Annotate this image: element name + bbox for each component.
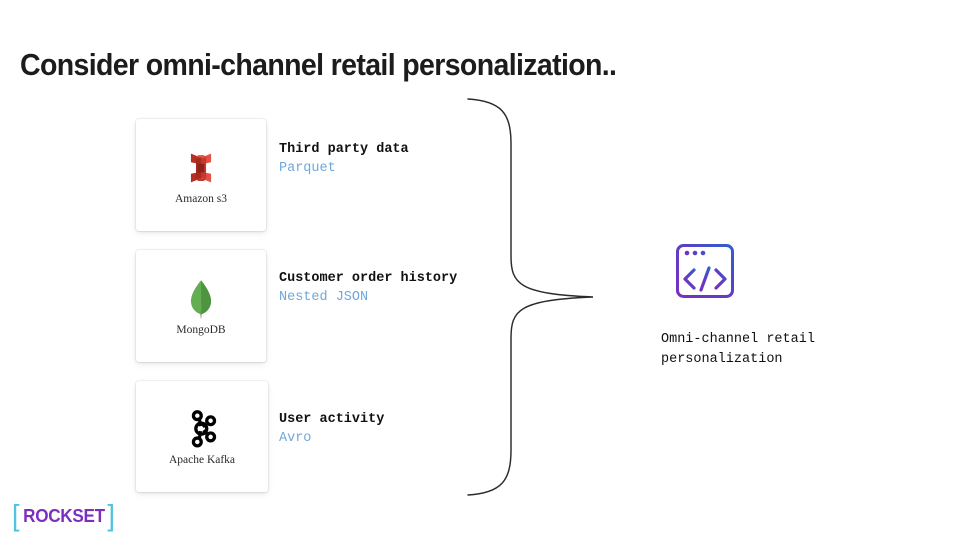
logo-bracket-right: ] xyxy=(107,499,115,532)
code-window-icon-art xyxy=(676,244,734,298)
curly-brace-icon xyxy=(467,98,594,496)
destination-label: Omni-channel retail personalization xyxy=(661,332,815,367)
source-text-amazon-s3: Third party data Parquet xyxy=(279,140,464,178)
logo-caption-amazon-s3: Amazon s3 xyxy=(174,192,228,205)
rockset-logo: [ ROCKSET ] xyxy=(12,499,115,532)
source-text-apache-kafka: User activity Avro xyxy=(279,410,464,448)
apache-kafka-icon xyxy=(191,410,217,448)
logo-caption-apache-kafka: Apache Kafka xyxy=(168,454,236,467)
logo-card-apache-kafka: Apache Kafka xyxy=(136,381,268,492)
logo-bracket-left: [ xyxy=(12,499,20,532)
source-label: Third party data xyxy=(279,142,409,157)
page-title: Consider omni-channel retail personaliza… xyxy=(20,47,617,82)
source-text-mongodb: Customer order history Nested JSON xyxy=(279,269,464,307)
source-format: Avro xyxy=(279,431,312,447)
source-format: Parquet xyxy=(279,161,336,177)
curly-brace-connector xyxy=(455,88,610,508)
code-window-icon xyxy=(674,242,736,300)
logo-card-amazon-s3: Amazon s3 xyxy=(136,119,266,231)
source-format: Nested JSON xyxy=(279,290,369,306)
source-label: User activity xyxy=(279,412,385,427)
logo-caption-mongodb: MongoDB xyxy=(176,323,226,336)
logo-card-mongodb: MongoDB xyxy=(136,250,266,362)
source-label: Customer order history xyxy=(279,271,458,286)
logo-wordmark: ROCKSET xyxy=(22,505,105,526)
amazon-s3-icon xyxy=(190,153,212,183)
mongodb-leaf-icon xyxy=(190,279,212,319)
